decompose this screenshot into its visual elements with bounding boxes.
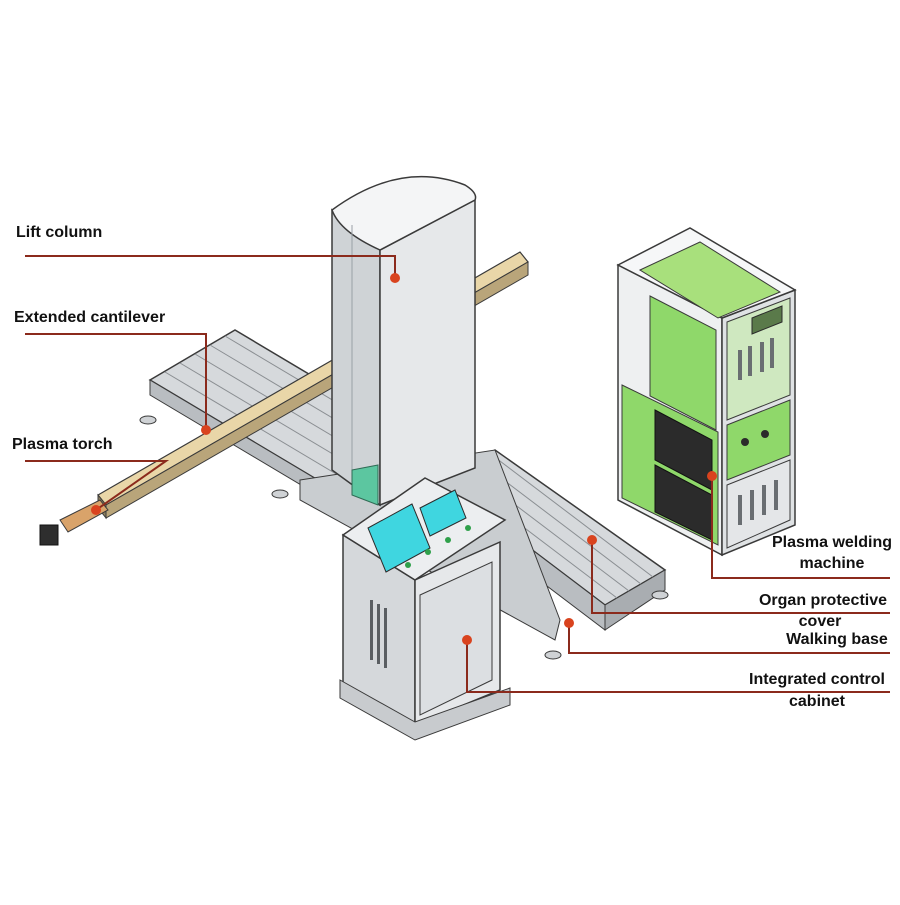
- leader-lines: [25, 255, 890, 693]
- leader-walking-base: [568, 623, 890, 654]
- leader-dot-plasma-welding-machine: [707, 471, 717, 481]
- leader-extended-cantilever: [25, 333, 207, 430]
- leader-dot-organ-protective-cover: [587, 535, 597, 545]
- leader-dot-lift-column: [390, 273, 400, 283]
- leader-integrated-control-cabinet: [466, 640, 890, 693]
- leader-organ-protective-cover: [591, 540, 890, 614]
- digital-display-icon: [751, 305, 783, 335]
- leader-dot-extended-cantilever: [201, 425, 211, 435]
- leader-dots: [91, 273, 717, 645]
- indicator-light-icon: [405, 525, 471, 568]
- leader-plasma-torch: [25, 460, 170, 511]
- label-lift-column: Lift column: [16, 224, 103, 241]
- label-walking-base: Walking base: [786, 631, 888, 648]
- label-organ-protective-cover-line1: Organ protective: [758, 592, 888, 609]
- leader-lift-column: [25, 255, 396, 278]
- label-integrated-control-cabinet-line1: Integrated control: [748, 671, 886, 688]
- leader-dot-integrated-control-cabinet: [462, 635, 472, 645]
- label-integrated-control-cabinet-line2: cabinet: [788, 693, 846, 710]
- lift-column: [331, 175, 477, 507]
- label-plasma-welding-machine-line1: Plasma welding: [771, 534, 893, 551]
- label-organ-protective-cover-line2: cover: [798, 613, 842, 630]
- leader-plasma-welding-machine: [711, 476, 890, 579]
- label-extended-cantilever: Extended cantilever: [14, 309, 166, 326]
- leader-dot-plasma-torch: [91, 505, 101, 515]
- plasma-welding-machine: [616, 227, 797, 557]
- integrated-control-cabinet: [339, 477, 511, 741]
- label-plasma-torch: Plasma torch: [12, 436, 113, 453]
- leader-dot-walking-base: [564, 618, 574, 628]
- label-plasma-welding-machine-line2: machine: [799, 555, 865, 572]
